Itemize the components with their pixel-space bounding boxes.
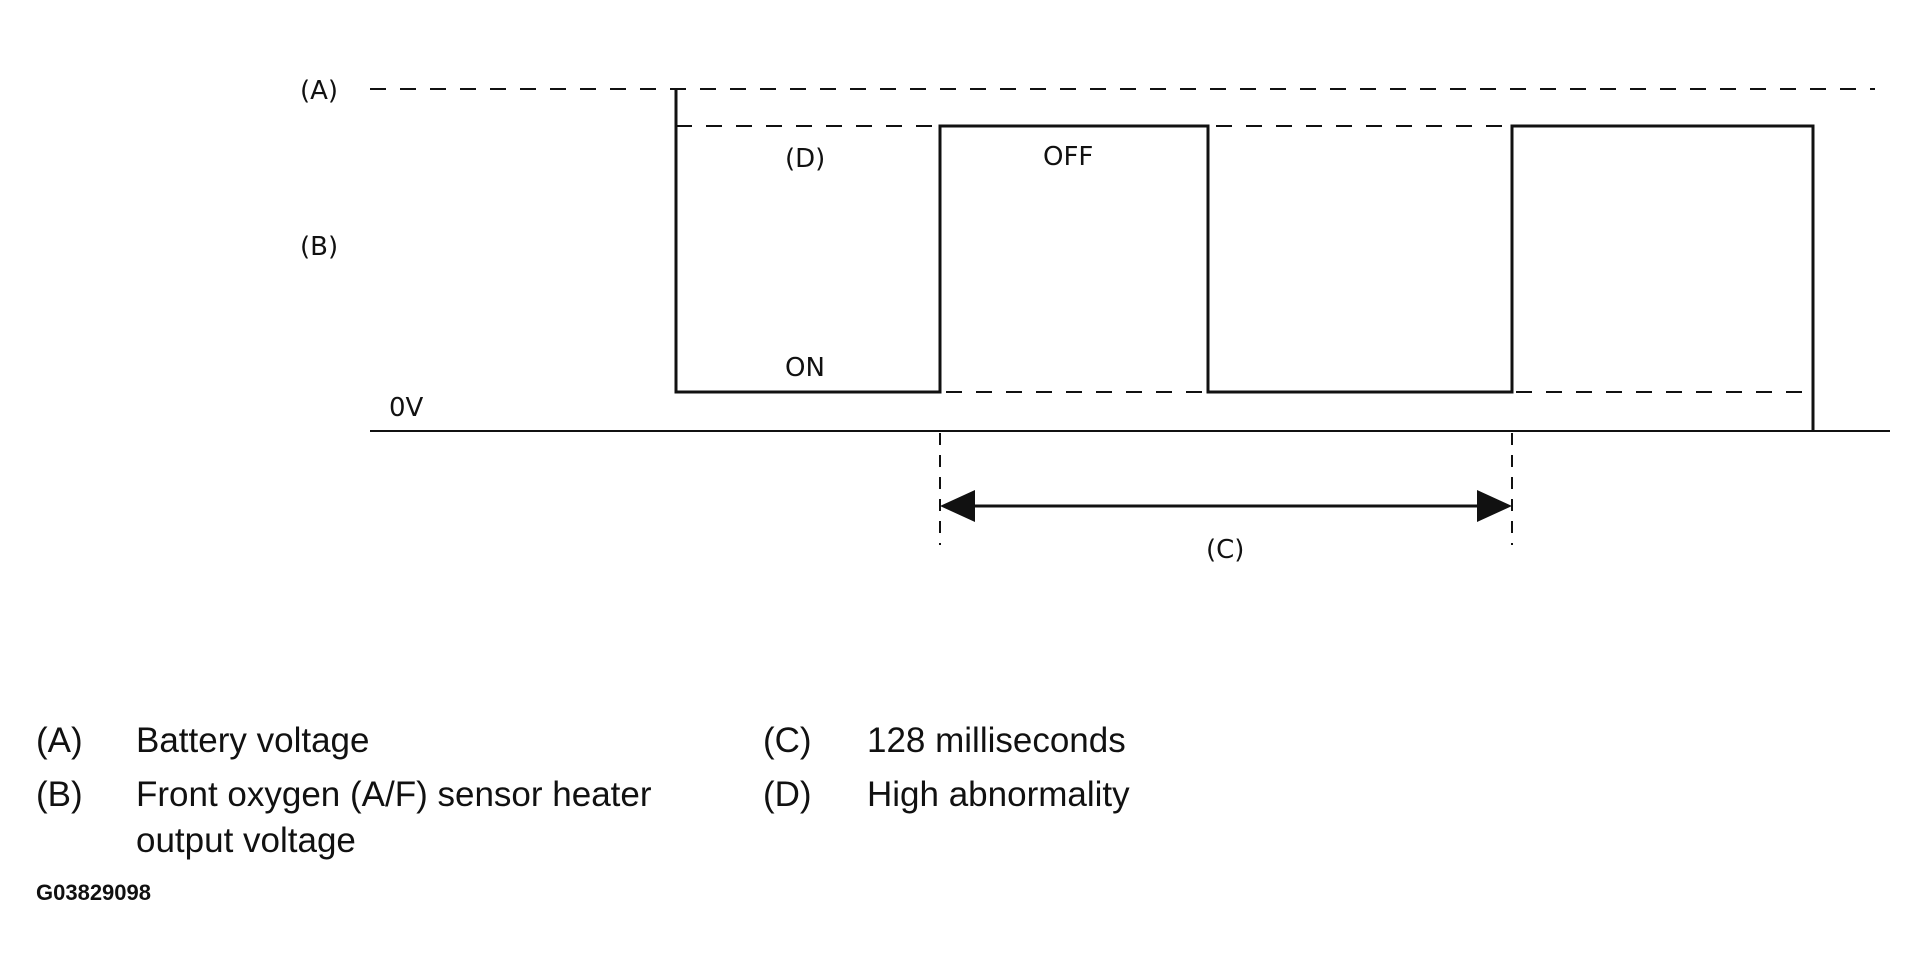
heater-output-waveform (674, 89, 1815, 431)
label-a: (A) (300, 76, 338, 106)
legend-key: (C) (763, 721, 812, 760)
label-off: OFF (1043, 142, 1093, 172)
figure-code: G03829098 (36, 880, 151, 905)
legend-key: (A) (36, 721, 83, 760)
legend-key: (D) (763, 775, 812, 814)
label-zero-volt: 0V (389, 393, 424, 423)
waveform-diagram: (A) (B) (D) OFF ON 0V (C) (300, 76, 1890, 565)
label-b: (B) (300, 232, 338, 262)
period-arrow-left-head (940, 490, 975, 522)
legend-text: High abnormality (867, 775, 1130, 814)
label-d: (D) (785, 144, 825, 174)
legend-text: Front oxygen (A/F) sensor heater output … (136, 775, 652, 860)
legend-text: Battery voltage (136, 721, 370, 760)
period-arrow-right-head (1477, 490, 1512, 522)
legend-text: 128 milliseconds (867, 721, 1126, 760)
legend-key: (B) (36, 775, 83, 814)
label-c: (C) (1206, 535, 1244, 565)
label-on: ON (785, 353, 825, 383)
